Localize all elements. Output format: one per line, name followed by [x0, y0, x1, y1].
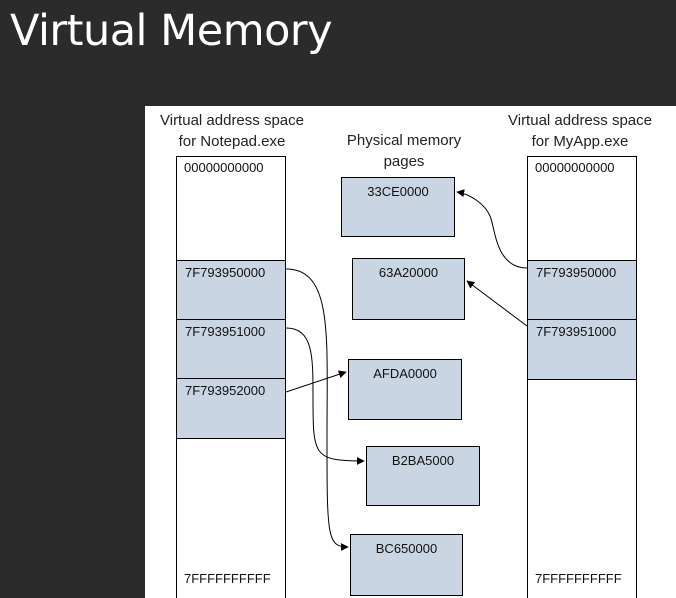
right-space-label-line1: Virtual address space — [508, 112, 652, 129]
left-space-label-line2: for Notepad.exe — [178, 133, 286, 150]
arrow-notepad-seg2-to-b2ba5000 — [285, 327, 365, 465]
physical-page-4: B2BA5000 — [366, 446, 480, 506]
notepad-segment-1-address: 7F793950000 — [185, 265, 266, 280]
arrow-myapp-seg2-to-63a20000 — [466, 280, 528, 327]
virtual-memory-diagram: Virtual address space for Notepad.exe Ph… — [145, 106, 676, 598]
myapp-segment-2-address: 7F793951000 — [536, 324, 617, 339]
mapping-arrows — [285, 189, 528, 551]
physical-page-4-address: B2BA5000 — [391, 453, 455, 468]
physical-page-3: AFDA0000 — [348, 359, 462, 420]
arrow-myapp-seg1-to-33ce0000 — [456, 189, 528, 269]
physical-label-line1: Physical memory — [346, 132, 462, 149]
myapp-segment-2: 7F793951000 — [527, 319, 637, 380]
notepad-address-space: 00000000000 7F793950000 7F793951000 7F79… — [176, 156, 286, 598]
physical-page-5-address: BC650000 — [375, 541, 438, 556]
myapp-address-space: 00000000000 7F793950000 7F793951000 7FFF… — [527, 156, 637, 598]
notepad-segment-2-address: 7F793951000 — [185, 324, 266, 339]
notepad-top-address: 00000000000 — [184, 160, 264, 175]
physical-page-3-address: AFDA0000 — [373, 366, 437, 381]
physical-page-5: BC650000 — [350, 534, 463, 596]
myapp-bottom-address: 7FFFFFFFFFF — [535, 571, 622, 586]
physical-label-line2: pages — [383, 153, 425, 170]
myapp-segment-1-address: 7F793950000 — [536, 265, 617, 280]
notepad-segment-3-address: 7F793952000 — [185, 383, 266, 398]
notepad-segment-1: 7F793950000 — [176, 260, 286, 320]
arrow-notepad-seg1-to-bc650000 — [285, 268, 349, 551]
physical-page-1: 33CE0000 — [341, 177, 455, 237]
notepad-segment-3: 7F793952000 — [176, 378, 286, 439]
arrow-notepad-seg3-to-afda0000 — [285, 370, 347, 393]
slide-title: Virtual Memory — [10, 6, 333, 56]
notepad-segment-2: 7F793951000 — [176, 319, 286, 379]
physical-page-2-address: 63A20000 — [378, 265, 439, 280]
physical-page-1-address: 33CE0000 — [367, 184, 429, 199]
right-space-label-line2: for MyApp.exe — [531, 133, 629, 150]
notepad-bottom-address: 7FFFFFFFFFF — [184, 571, 271, 586]
left-space-label-line1: Virtual address space — [160, 112, 304, 129]
physical-page-2: 63A20000 — [352, 258, 465, 320]
myapp-top-address: 00000000000 — [535, 160, 615, 175]
